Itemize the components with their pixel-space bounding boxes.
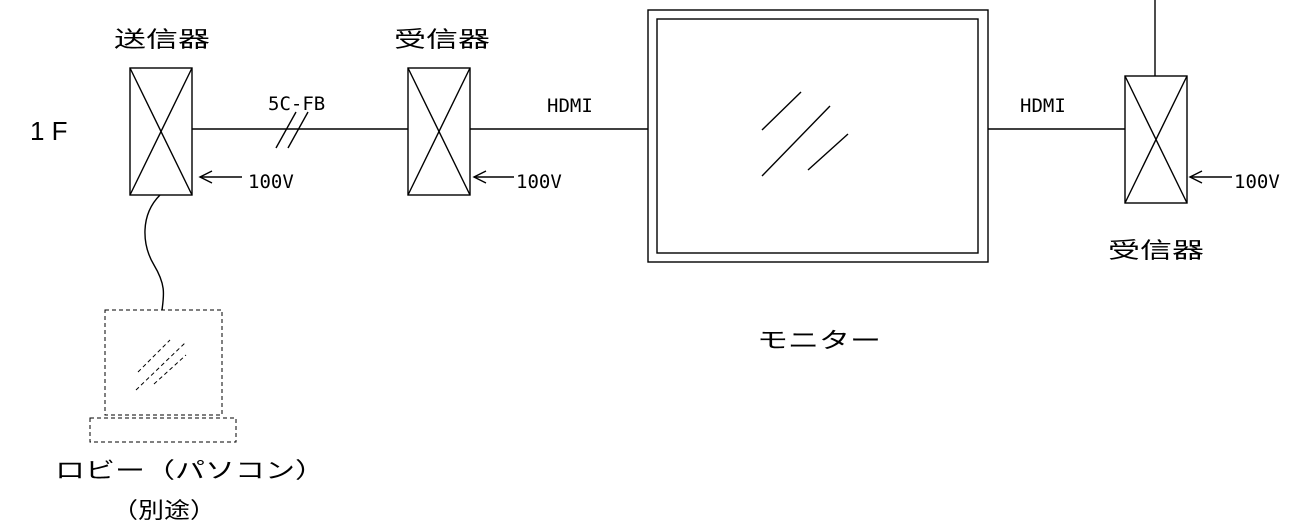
receiver-1-label: 受信器 — [394, 28, 490, 53]
monitor-frame — [647, 9, 989, 263]
pc-note: （別途） — [112, 499, 216, 524]
transmitter-power-arrow — [198, 170, 242, 184]
floor-label: 1 F — [30, 116, 68, 146]
receiver-2-power-arrow — [1188, 170, 1232, 184]
transmitter-label: 送信器 — [114, 28, 210, 53]
coax-cable — [192, 111, 408, 149]
coax-cable-label: 5C-FB — [268, 93, 325, 115]
receiver-1-power-arrow — [472, 170, 514, 184]
receiver-1-power-label: 100V — [516, 171, 562, 193]
pc-cable — [144, 194, 165, 311]
transmitter-power-label: 100V — [248, 171, 294, 193]
monitor-label: モニター — [757, 329, 881, 354]
laptop-icon — [89, 309, 237, 443]
hdmi-1-label: HDMI — [547, 95, 593, 117]
hdmi-2-label: HDMI — [1020, 95, 1066, 117]
transmitter-box — [129, 67, 193, 196]
receiver-1-box — [407, 67, 471, 196]
receiver-2-label: 受信器 — [1108, 239, 1204, 264]
pc-label: ロビー（パソコン） — [55, 459, 325, 484]
receiver-2-box — [1124, 75, 1188, 204]
monitor-glare-icon — [761, 91, 849, 177]
receiver-2-power-label: 100V — [1234, 171, 1280, 193]
